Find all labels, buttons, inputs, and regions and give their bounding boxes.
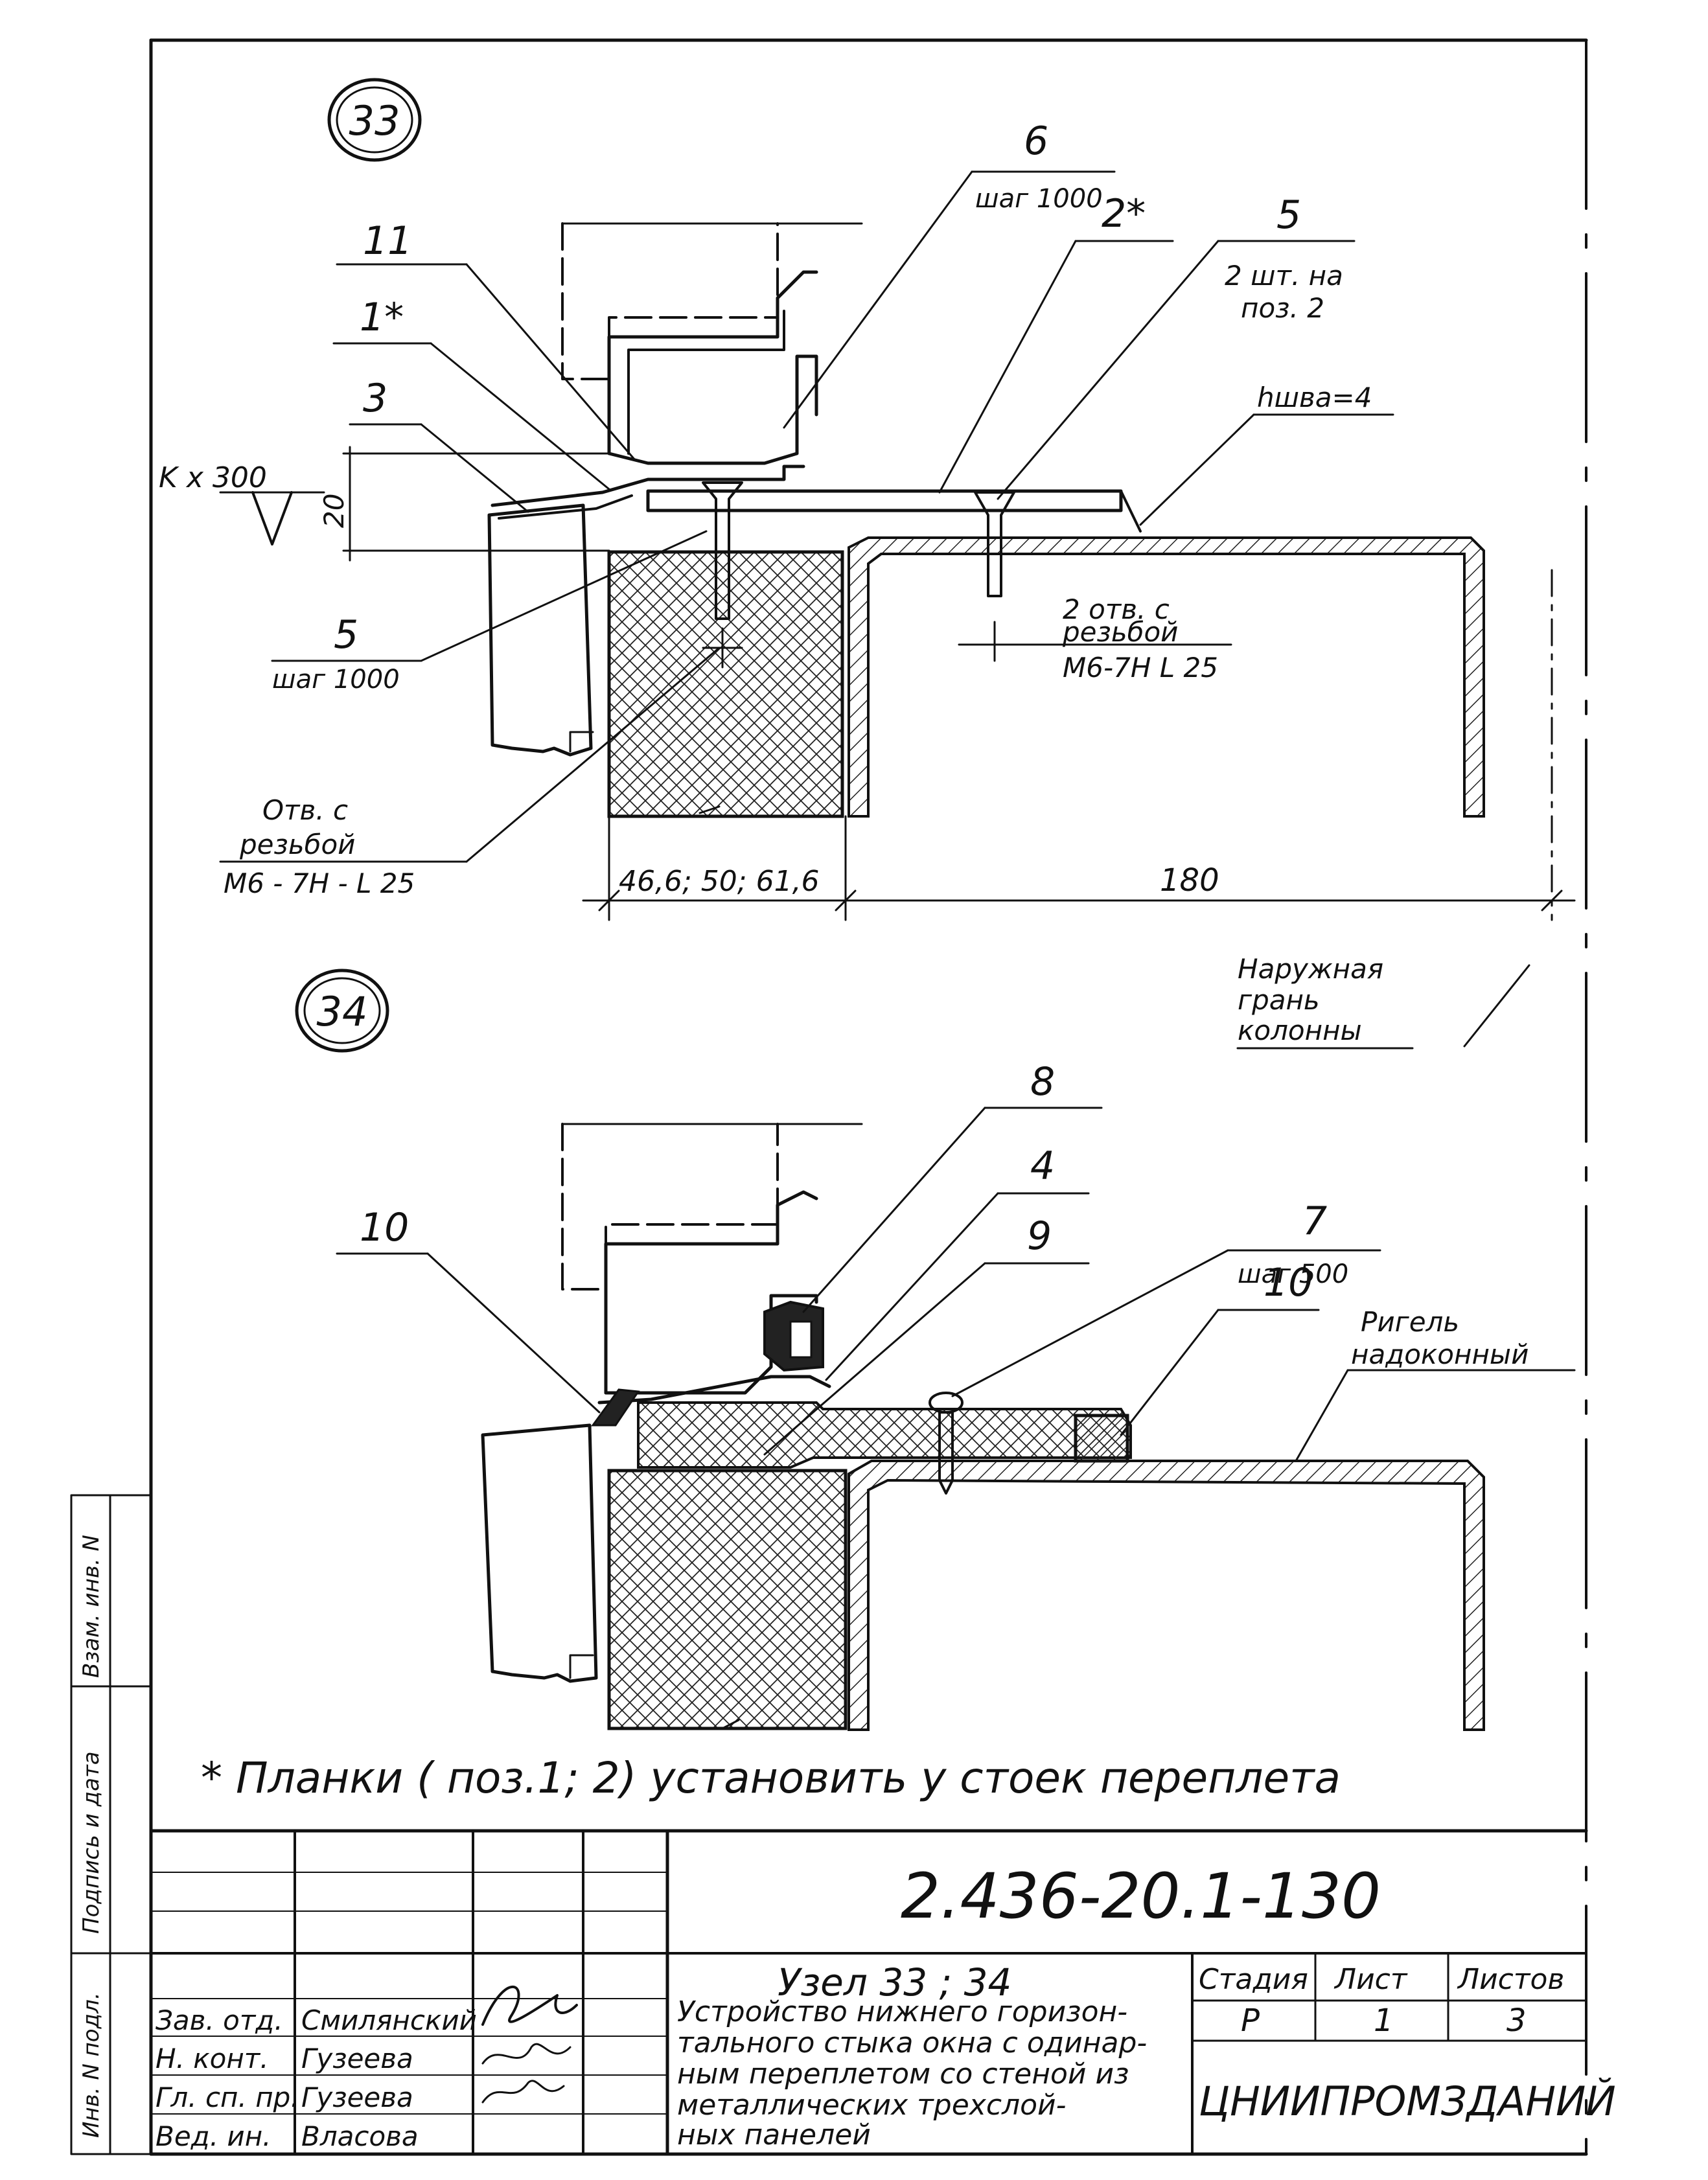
pos-10-right-number: 10: [1264, 1260, 1313, 1305]
pos-11-number: 11: [363, 218, 412, 264]
holes-right-line-2: резьбой: [1062, 616, 1178, 648]
node-34-number: 34: [317, 988, 368, 1035]
footnote: * Планки ( поз.1; 2) установить у стоек …: [201, 1753, 1341, 1803]
pos-4-number: 4: [1030, 1143, 1055, 1189]
pos-6-note: шаг 1000: [975, 184, 1103, 214]
sheets-header: Листов: [1457, 1963, 1564, 1996]
node-34-drawing: 34 8 4: [295, 969, 1576, 1731]
pos-6-number: 6: [1024, 119, 1048, 164]
hole-left-line-2: резьбой: [239, 829, 355, 860]
rigel-line-2: надоконный: [1351, 1338, 1529, 1370]
title-line-6: ных панелей: [677, 2118, 871, 2151]
dim-panel-label: 46,6; 50; 61,6: [619, 865, 820, 898]
dim-20-label: 20: [318, 494, 350, 528]
outer-face-line-3: колонны: [1238, 1015, 1362, 1046]
kx300-label: K x 300: [159, 461, 267, 494]
pos-5-left-note: шаг 1000: [272, 665, 400, 694]
inv-no-label: Инв. N подл.: [78, 1992, 104, 2138]
name-4: Власова: [301, 2120, 419, 2152]
title-block: 2.436-20.1-130 Узел 33 ; 34 Устройство н…: [149, 1829, 1616, 2156]
rigel-line-1: Ригель: [1361, 1306, 1459, 1338]
document-code: 2.436-20.1-130: [901, 1860, 1381, 1933]
role-1: Зав. отд.: [156, 2004, 283, 2036]
sheet-header: Лист: [1333, 1963, 1408, 1996]
stage-header: Стадия: [1199, 1963, 1308, 1996]
outer-face-line-2: грань: [1238, 984, 1320, 1016]
outer-face-note: Наружная грань колонны: [1236, 953, 1530, 1050]
pos-9-number: 9: [1027, 1213, 1052, 1259]
signature-marks: [481, 1985, 578, 2104]
weld-note: hшва=4: [1257, 382, 1372, 413]
title-line-5: металлических трехслой-: [677, 2089, 1067, 2122]
pos-5-top-note-1: 2 шт. на: [1225, 260, 1343, 292]
holes-right-line-3: М6-7Н L 25: [1063, 652, 1218, 683]
name-3: Гузеева: [301, 2082, 413, 2113]
title-line-3: тального стыка окна с одинар-: [677, 2026, 1147, 2060]
sheet-value: 1: [1374, 2002, 1394, 2039]
role-3: Гл. сп. пр.: [156, 2082, 299, 2113]
outer-face-line-1: Наружная: [1238, 953, 1383, 985]
sheet-frame: [149, 38, 1588, 2156]
pos-5-top-note-2: поз. 2: [1241, 292, 1324, 324]
pos-3-number: 3: [363, 376, 387, 421]
node-33-number: 33: [349, 97, 400, 144]
pos-2-number: 2*: [1102, 191, 1146, 236]
title-line-4: ным переплетом со стеной из: [677, 2058, 1129, 2091]
title-line-1: Узел 33 ; 34: [778, 1960, 1011, 2004]
stage-value: Р: [1241, 2002, 1260, 2039]
name-2: Гузеева: [301, 2043, 413, 2074]
name-1: Смилянский: [301, 2004, 477, 2036]
pos-7-number: 7: [1302, 1199, 1327, 1244]
hole-left-line-3: М6 - 7Н - L 25: [224, 867, 415, 899]
pos-5-top-number: 5: [1276, 192, 1301, 238]
title-line-2: Устройство нижнего горизон-: [677, 1995, 1127, 2028]
pos-5-left-number: 5: [334, 612, 358, 658]
organization: ЦНИИПРОМЗДАНИЙ: [1199, 2077, 1616, 2125]
role-2: Н. конт.: [156, 2043, 269, 2074]
pos-1-number: 1*: [360, 295, 404, 340]
pos-10-left-number: 10: [360, 1205, 409, 1250]
signature-date-label: Подпись и дата: [78, 1751, 104, 1934]
side-stamp: Взам. инв. N Подпись и дата Инв. N подл.: [70, 1494, 152, 2155]
pos-8-number: 8: [1030, 1059, 1055, 1105]
replaced-inv-label: Взам. инв. N: [78, 1535, 104, 1678]
node-33-drawing: 33 K x 300 20: [159, 78, 1576, 921]
hole-left-line-1: Отв. с: [262, 794, 348, 826]
role-4: Вед. ин.: [156, 2120, 271, 2152]
sheets-value: 3: [1506, 2002, 1527, 2039]
dim-180-label: 180: [1160, 862, 1219, 899]
holes-right-line-1: 2 отв. с: [1063, 593, 1170, 625]
pos-7-note: шаг 500: [1238, 1259, 1348, 1289]
